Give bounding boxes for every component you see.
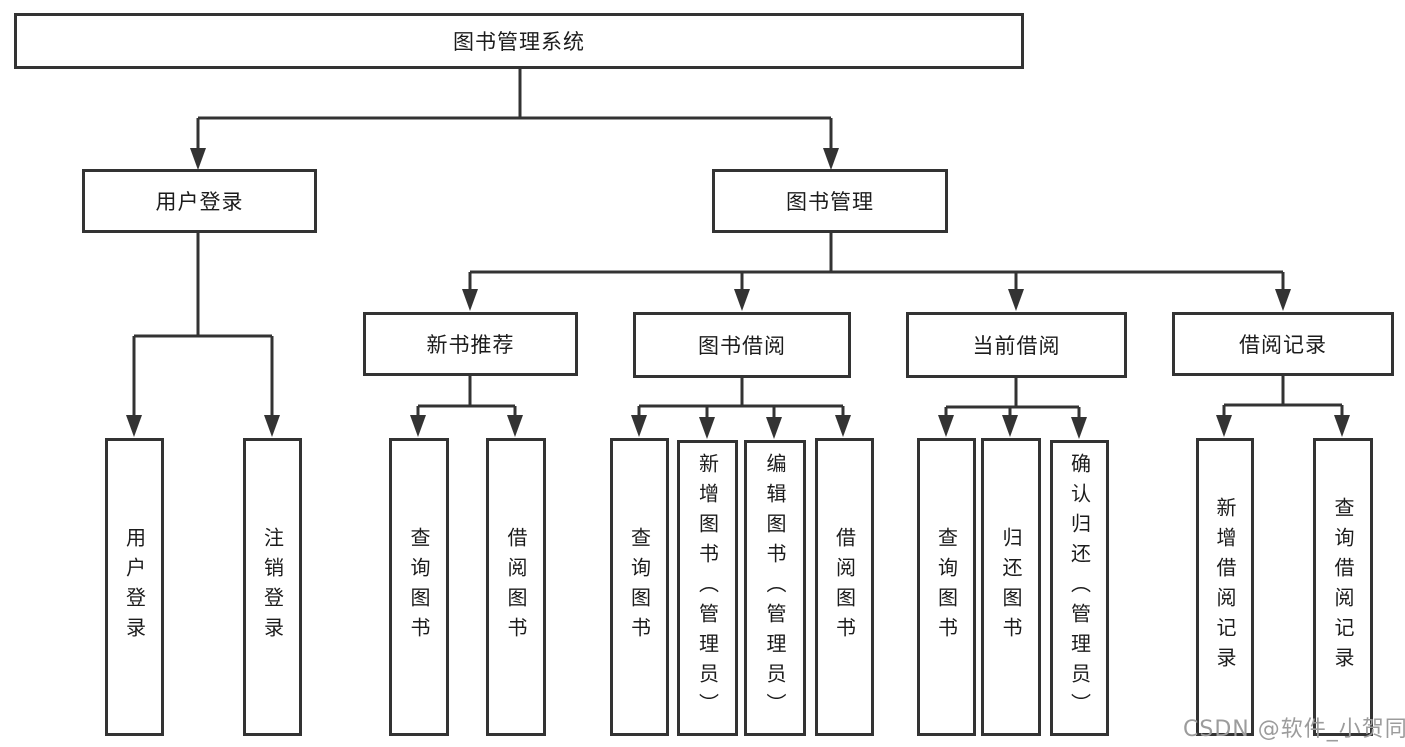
node-borrow-records-label: 借阅记录 xyxy=(1239,333,1327,357)
leaf-bb-borrow-books: 借阅图书 xyxy=(815,438,874,736)
node-current-borrow: 当前借阅 xyxy=(906,312,1127,378)
leaf-cb-query-books-label: 查询图书 xyxy=(934,527,959,647)
node-book-management: 图书管理 xyxy=(712,169,948,233)
leaf-nbr-query-books-label: 查询图书 xyxy=(407,527,431,647)
node-new-book-recommend: 新书推荐 xyxy=(363,312,578,376)
leaf-cb-return-books-label: 归还图书 xyxy=(999,527,1023,647)
leaf-logout: 注销登录 xyxy=(243,438,302,736)
leaf-nbr-borrow-books: 借阅图书 xyxy=(486,438,546,736)
node-book-management-label: 图书管理 xyxy=(786,190,874,214)
node-root: 图书管理系统 xyxy=(14,13,1024,69)
leaf-bb-borrow-books-label: 借阅图书 xyxy=(832,527,857,647)
leaf-br-query-record-label: 查询借阅记录 xyxy=(1331,497,1355,677)
leaf-bb-add-books-admin: 新增图书（管理员） xyxy=(677,440,738,736)
leaf-cb-return-books: 归还图书 xyxy=(981,438,1041,736)
leaf-cb-query-books: 查询图书 xyxy=(917,438,976,736)
leaf-bb-edit-books-admin: 编辑图书（管理员） xyxy=(744,440,806,736)
node-current-borrow-label: 当前借阅 xyxy=(972,334,1061,358)
node-user-login-label: 用户登录 xyxy=(155,190,244,214)
leaf-nbr-borrow-books-label: 借阅图书 xyxy=(504,527,528,647)
leaf-br-query-record: 查询借阅记录 xyxy=(1313,438,1373,736)
leaf-nbr-query-books: 查询图书 xyxy=(389,438,449,736)
leaf-bb-query-books-label: 查询图书 xyxy=(627,527,652,647)
leaf-br-add-record: 新增借阅记录 xyxy=(1196,438,1254,736)
node-book-borrow: 图书借阅 xyxy=(633,312,851,378)
leaf-cb-confirm-return-admin-label: 确认归还（管理员） xyxy=(1067,453,1092,723)
node-book-borrow-label: 图书借阅 xyxy=(698,334,786,358)
leaf-bb-query-books: 查询图书 xyxy=(610,438,669,736)
node-borrow-records: 借阅记录 xyxy=(1172,312,1394,376)
leaf-bb-add-books-admin-label: 新增图书（管理员） xyxy=(695,453,720,723)
arrowheads xyxy=(126,148,1350,439)
leaf-user-login-label: 用户登录 xyxy=(122,527,147,647)
csdn-watermark: CSDN @软件_小贺同学 xyxy=(1183,717,1405,742)
leaf-cb-confirm-return-admin: 确认归还（管理员） xyxy=(1050,440,1109,736)
node-root-label: 图书管理系统 xyxy=(453,30,585,54)
leaf-br-add-record-label: 新增借阅记录 xyxy=(1213,497,1237,677)
node-user-login: 用户登录 xyxy=(82,169,317,233)
node-new-book-recommend-label: 新书推荐 xyxy=(426,333,515,357)
leaf-user-login: 用户登录 xyxy=(105,438,164,736)
leaf-bb-edit-books-admin-label: 编辑图书（管理员） xyxy=(763,453,787,723)
leaf-logout-label: 注销登录 xyxy=(260,527,285,647)
